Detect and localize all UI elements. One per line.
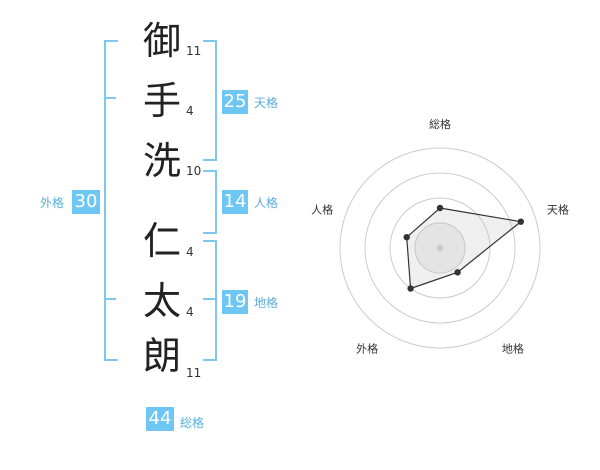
radar-point-3 [454, 269, 461, 276]
radar-ring-2 [389, 197, 491, 299]
chikaku-bracket [203, 240, 217, 361]
radar-point-2 [517, 218, 524, 225]
radar-point-4 [407, 285, 414, 292]
jinkaku-bracket [203, 170, 217, 234]
radar-axis-label-4: 外格 [356, 341, 378, 355]
radar-value-polygon [406, 207, 523, 290]
radar-axis-label-5: 人格 [311, 203, 333, 217]
chikaku-bracket-tick [203, 298, 215, 300]
radar-ring-3 [364, 172, 516, 324]
stroke-count-4: 4 [186, 245, 194, 259]
stroke-count-3: 10 [186, 164, 202, 178]
jinkaku-value-badge: 14 [222, 190, 248, 214]
stroke-count-6: 11 [186, 366, 202, 380]
name-char-6: 朗 [142, 334, 181, 378]
chikaku-label: 地格 [254, 296, 279, 310]
name-char-3: 洗 [142, 139, 181, 183]
radar-point-5 [403, 234, 410, 241]
radar-axis-label-1: 総格 [429, 117, 451, 131]
radar-axis-label-3: 地格 [502, 341, 524, 355]
gaikaku-bracket-tick-1 [104, 97, 116, 99]
name-char-1: 御 [142, 19, 181, 63]
radar-axis-label-2: 天格 [547, 203, 569, 217]
name-char-2: 手 [142, 79, 181, 123]
soukaku-value-badge: 44 [146, 407, 174, 431]
tenkaku-label: 天格 [254, 96, 279, 110]
gaikaku-value-badge: 30 [72, 190, 100, 214]
stroke-count-1: 11 [186, 44, 202, 58]
name-char-5: 太 [142, 279, 181, 323]
chikaku-value-badge: 19 [222, 290, 248, 314]
gaikaku-bracket [104, 40, 118, 361]
soukaku-label: 総格 [180, 416, 205, 430]
name-char-4: 仁 [142, 219, 181, 263]
radar-ring-4 [339, 147, 541, 349]
stroke-count-2: 4 [186, 104, 194, 118]
gaikaku-label: 外格 [40, 196, 65, 210]
tenkaku-value-badge: 25 [222, 90, 248, 114]
gaikaku-bracket-tick-2 [104, 298, 116, 300]
stroke-count-5: 4 [186, 305, 194, 319]
jinkaku-label: 人格 [254, 196, 279, 210]
radar-point-1 [436, 204, 444, 212]
radar-center-dot [437, 245, 443, 251]
tenkaku-bracket [203, 40, 217, 161]
